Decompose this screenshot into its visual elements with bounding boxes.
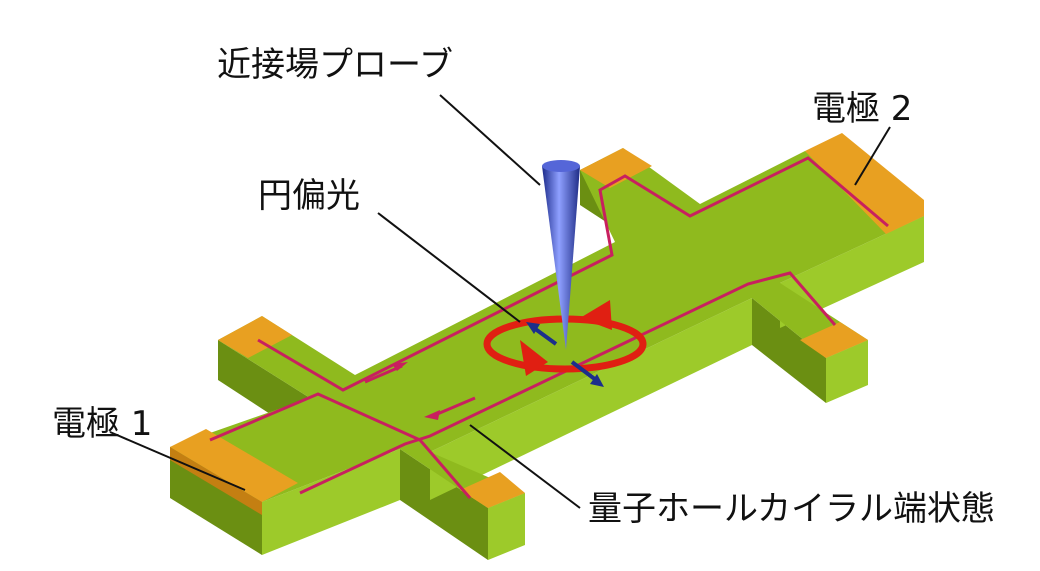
right-end-front-side xyxy=(780,216,924,328)
rotation-arrow-left xyxy=(580,300,612,330)
label-probe: 近接場プローブ xyxy=(217,45,453,85)
device-top-face xyxy=(170,148,924,508)
field-arrow-se-head xyxy=(590,374,604,387)
leader-edge-state xyxy=(469,424,581,509)
br-tab-left-side xyxy=(752,298,826,403)
electrodes xyxy=(170,133,924,515)
tr-tab-pad xyxy=(580,148,652,188)
tl-tab-pad xyxy=(218,316,292,358)
edge-channel-upper xyxy=(257,156,889,392)
edge-arrow-upper-shaft xyxy=(364,364,403,384)
leader-circular xyxy=(377,212,521,323)
left-front-side xyxy=(262,449,400,555)
edge-arrow-lower xyxy=(424,410,440,420)
edge-arrow-lower-shaft xyxy=(434,396,476,417)
edge-channel-lower xyxy=(209,392,472,499)
label-electrode-2: 電極 2 xyxy=(812,89,912,129)
br-tab-pad xyxy=(800,322,868,358)
field-arrow-se-shaft xyxy=(570,360,598,382)
field-arrow-nw-shaft xyxy=(532,326,558,346)
label-electrode-1: 電極 1 xyxy=(52,404,152,444)
leader-lines xyxy=(109,94,891,509)
bl-tab-left-side xyxy=(400,449,488,560)
electrode-2-pad xyxy=(805,133,924,234)
electrode-1-pad xyxy=(170,429,298,502)
main-front-side xyxy=(430,298,752,500)
edge-channel-lower-main xyxy=(299,271,837,495)
near-field-probe-top xyxy=(542,160,580,172)
rotation-arrow-right xyxy=(520,340,548,376)
label-edge-state: 量子ホールカイラル端状態 xyxy=(588,489,995,529)
br-tab-front-side xyxy=(826,340,868,403)
leader-electrode-1 xyxy=(109,431,246,491)
leader-electrode-2 xyxy=(854,126,891,186)
electrode-1-side xyxy=(170,447,262,515)
near-field-probe xyxy=(542,166,580,350)
edge-channels xyxy=(209,156,889,499)
bl-tab-pad xyxy=(460,472,525,508)
field-arrow-nw-head xyxy=(526,322,540,334)
left-end-side xyxy=(170,447,262,555)
leader-probe xyxy=(439,94,541,186)
label-circular-polarization: 円偏光 xyxy=(258,176,360,216)
bl-tab-front-side xyxy=(488,493,525,560)
